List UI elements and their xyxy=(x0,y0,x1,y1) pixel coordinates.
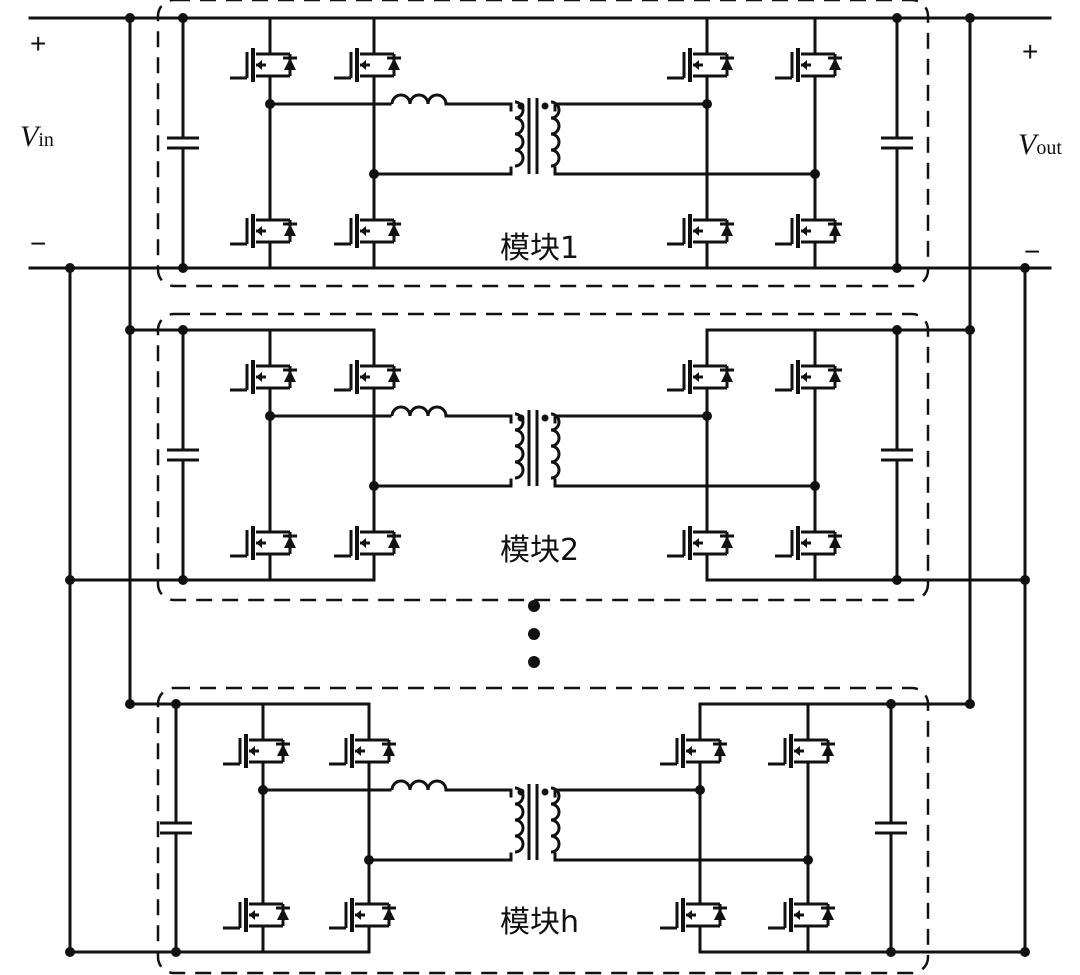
junction-dot xyxy=(178,325,188,335)
junction-dot xyxy=(178,13,188,23)
output-voltage-subscript: out xyxy=(1036,137,1062,159)
mosfet-switch xyxy=(228,520,299,568)
ellipsis-dot xyxy=(528,600,540,612)
input-capacitor xyxy=(165,448,201,462)
series-inductor xyxy=(390,93,448,106)
mosfet-switch xyxy=(332,354,403,402)
ellipsis-dot xyxy=(528,656,540,668)
transformer xyxy=(513,96,561,176)
mosfet-switch xyxy=(332,208,403,256)
input-voltage-label: Vin xyxy=(20,120,54,153)
module-1-label: 模块1 xyxy=(500,231,580,266)
junction-dot xyxy=(171,947,181,957)
junction-dot xyxy=(178,575,188,585)
mosfet-switch xyxy=(766,892,837,940)
mosfet-switch xyxy=(773,354,844,402)
output-capacitor xyxy=(879,448,915,462)
transformer xyxy=(513,408,561,488)
transformer xyxy=(513,782,561,862)
mosfet-switch xyxy=(773,208,844,256)
junction-dot xyxy=(171,699,181,709)
input-capacitor xyxy=(165,136,201,150)
series-inductor xyxy=(390,779,448,792)
module-boundary xyxy=(156,312,930,602)
mosfet-switch xyxy=(221,892,292,940)
mosfet-switch xyxy=(665,208,736,256)
mosfet-switch xyxy=(332,520,403,568)
output-minus-sign: − xyxy=(1024,236,1041,267)
output-capacitor xyxy=(879,136,915,150)
mosfet-switch xyxy=(665,42,736,90)
module-boundary xyxy=(156,686,930,975)
output-capacitor xyxy=(873,821,909,835)
ellipsis-dot xyxy=(528,628,540,640)
input-plus-sign: + xyxy=(30,28,47,59)
junction-dot xyxy=(892,325,902,335)
series-inductor xyxy=(390,405,448,418)
ellipsis-dots xyxy=(528,600,540,684)
input-capacitor xyxy=(158,821,194,835)
mosfet-switch xyxy=(332,42,403,90)
mosfet-switch xyxy=(228,42,299,90)
mosfet-switch xyxy=(228,354,299,402)
junction-dot xyxy=(892,575,902,585)
mosfet-switch xyxy=(766,728,837,776)
mosfet-switch xyxy=(327,728,398,776)
input-minus-sign: − xyxy=(30,228,47,259)
output-voltage-label: Vout xyxy=(1018,128,1062,161)
module-boundary xyxy=(156,0,930,288)
input-voltage-subscript: in xyxy=(38,129,54,151)
mosfet-switch xyxy=(327,892,398,940)
junction-dot xyxy=(886,699,896,709)
output-plus-sign: + xyxy=(1022,36,1039,67)
mosfet-switch xyxy=(658,728,729,776)
mosfet-switch xyxy=(221,728,292,776)
mosfet-switch xyxy=(228,208,299,256)
wiring-layer xyxy=(28,0,1052,975)
junction-dot xyxy=(892,263,902,273)
module-2-label: 模块2 xyxy=(500,533,580,568)
mosfet-switch xyxy=(658,892,729,940)
mosfet-switch xyxy=(665,520,736,568)
junction-dot xyxy=(892,13,902,23)
mosfet-switch xyxy=(773,520,844,568)
mosfet-switch xyxy=(665,354,736,402)
mosfet-switch xyxy=(773,42,844,90)
junction-dot xyxy=(886,947,896,957)
module-h-label: 模块h xyxy=(500,905,580,940)
junction-dot xyxy=(178,263,188,273)
